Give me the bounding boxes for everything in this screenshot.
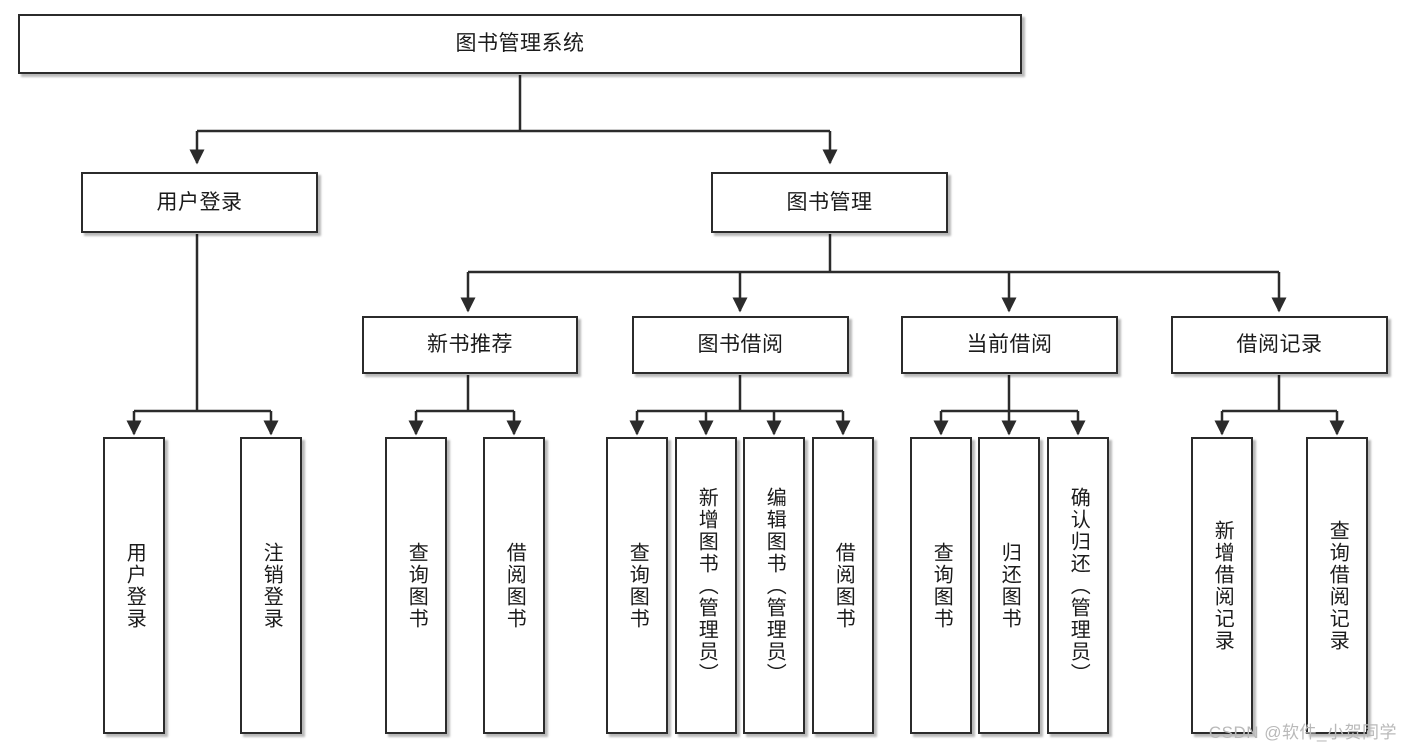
leaf-query-book-1[interactable]: 查询图书 <box>385 437 447 734</box>
node-label: 查询图书 <box>405 541 428 630</box>
node-label: 借阅记录 <box>1236 333 1323 357</box>
node-label: 用户登录 <box>123 541 146 630</box>
leaf-query-book-3[interactable]: 查询图书 <box>910 437 972 734</box>
node-book-management[interactable]: 图书管理 <box>711 172 948 233</box>
node-label: 借阅图书 <box>832 541 855 630</box>
leaf-query-book-2[interactable]: 查询图书 <box>606 437 668 734</box>
leaf-user-logout[interactable]: 注销登录 <box>240 437 302 734</box>
node-label: 编辑图书（管理员） <box>763 486 786 685</box>
node-label: 归还图书 <box>998 541 1021 630</box>
leaf-query-record[interactable]: 查询借阅记录 <box>1306 437 1368 734</box>
node-label: 图书管理 <box>786 190 873 214</box>
leaf-add-record[interactable]: 新增借阅记录 <box>1191 437 1253 734</box>
node-label: 新书推荐 <box>427 333 513 357</box>
leaf-borrow-book-2[interactable]: 借阅图书 <box>812 437 874 734</box>
leaf-add-book[interactable]: 新增图书（管理员） <box>675 437 737 734</box>
node-label: 图书管理系统 <box>455 32 585 56</box>
node-label: 查询图书 <box>626 541 649 630</box>
node-current-borrow[interactable]: 当前借阅 <box>901 316 1118 374</box>
node-label: 查询图书 <box>930 541 953 630</box>
node-label: 查询借阅记录 <box>1326 519 1349 652</box>
node-label: 用户登录 <box>156 190 243 214</box>
leaf-user-login[interactable]: 用户登录 <box>103 437 165 734</box>
node-label: 借阅图书 <box>503 541 526 630</box>
leaf-return-book[interactable]: 归还图书 <box>978 437 1040 734</box>
node-book-borrow[interactable]: 图书借阅 <box>632 316 849 374</box>
csdn-watermark: CSDN @软件_小贺同学 <box>1208 723 1397 742</box>
node-label: 新增借阅记录 <box>1211 519 1234 652</box>
node-user-login[interactable]: 用户登录 <box>81 172 318 233</box>
node-new-book-recommend[interactable]: 新书推荐 <box>362 316 578 374</box>
leaf-confirm-return[interactable]: 确认归还（管理员） <box>1047 437 1109 734</box>
node-label: 当前借阅 <box>966 333 1053 357</box>
node-borrow-record[interactable]: 借阅记录 <box>1171 316 1388 374</box>
leaf-edit-book[interactable]: 编辑图书（管理员） <box>743 437 805 734</box>
node-root-system[interactable]: 图书管理系统 <box>18 14 1022 74</box>
node-label: 注销登录 <box>260 541 283 630</box>
node-label: 新增图书（管理员） <box>695 486 718 685</box>
node-label: 确认归还（管理员） <box>1067 486 1090 685</box>
node-label: 图书借阅 <box>697 333 784 357</box>
leaf-borrow-book-1[interactable]: 借阅图书 <box>483 437 545 734</box>
